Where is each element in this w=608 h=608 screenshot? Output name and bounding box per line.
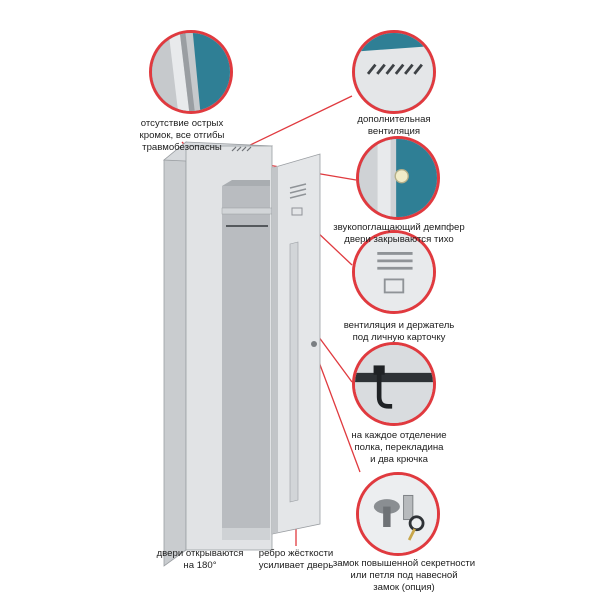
locker-side-panel (163, 141, 187, 567)
lock-keys-detail-icon (356, 472, 440, 556)
callout-door-180: двери открываются на 180° (156, 548, 244, 571)
vent-slots-detail-icon (352, 30, 436, 114)
door-rib (289, 241, 299, 503)
bent-edge-detail-icon (149, 30, 233, 114)
callout-damper: звукопоглащающий демпфер двери закрывают… (333, 222, 465, 245)
leader-lock (315, 353, 361, 473)
callout-rib: ребро жёсткости усиливает дверь (258, 548, 334, 571)
callout-sharp-edges: отсутствие острых кромок, все отгибы тра… (139, 118, 225, 153)
callout-vent-card: вентиляция и держатель под личную карточ… (343, 320, 455, 343)
hook-rail-detail-icon (352, 342, 436, 426)
vent-card-holder-detail-icon (352, 230, 436, 314)
callout-hooks: на каждое отделение полка, перекладина и… (351, 430, 447, 465)
locker-interior (222, 186, 270, 528)
door-damper-detail-icon (356, 136, 440, 220)
locker-shelf (221, 207, 273, 215)
callout-ventilation-top: дополнительная вентиляция (357, 114, 431, 137)
callout-lock: замок повышенной секретности или петля п… (332, 558, 476, 593)
leader-ventilation (243, 95, 353, 149)
